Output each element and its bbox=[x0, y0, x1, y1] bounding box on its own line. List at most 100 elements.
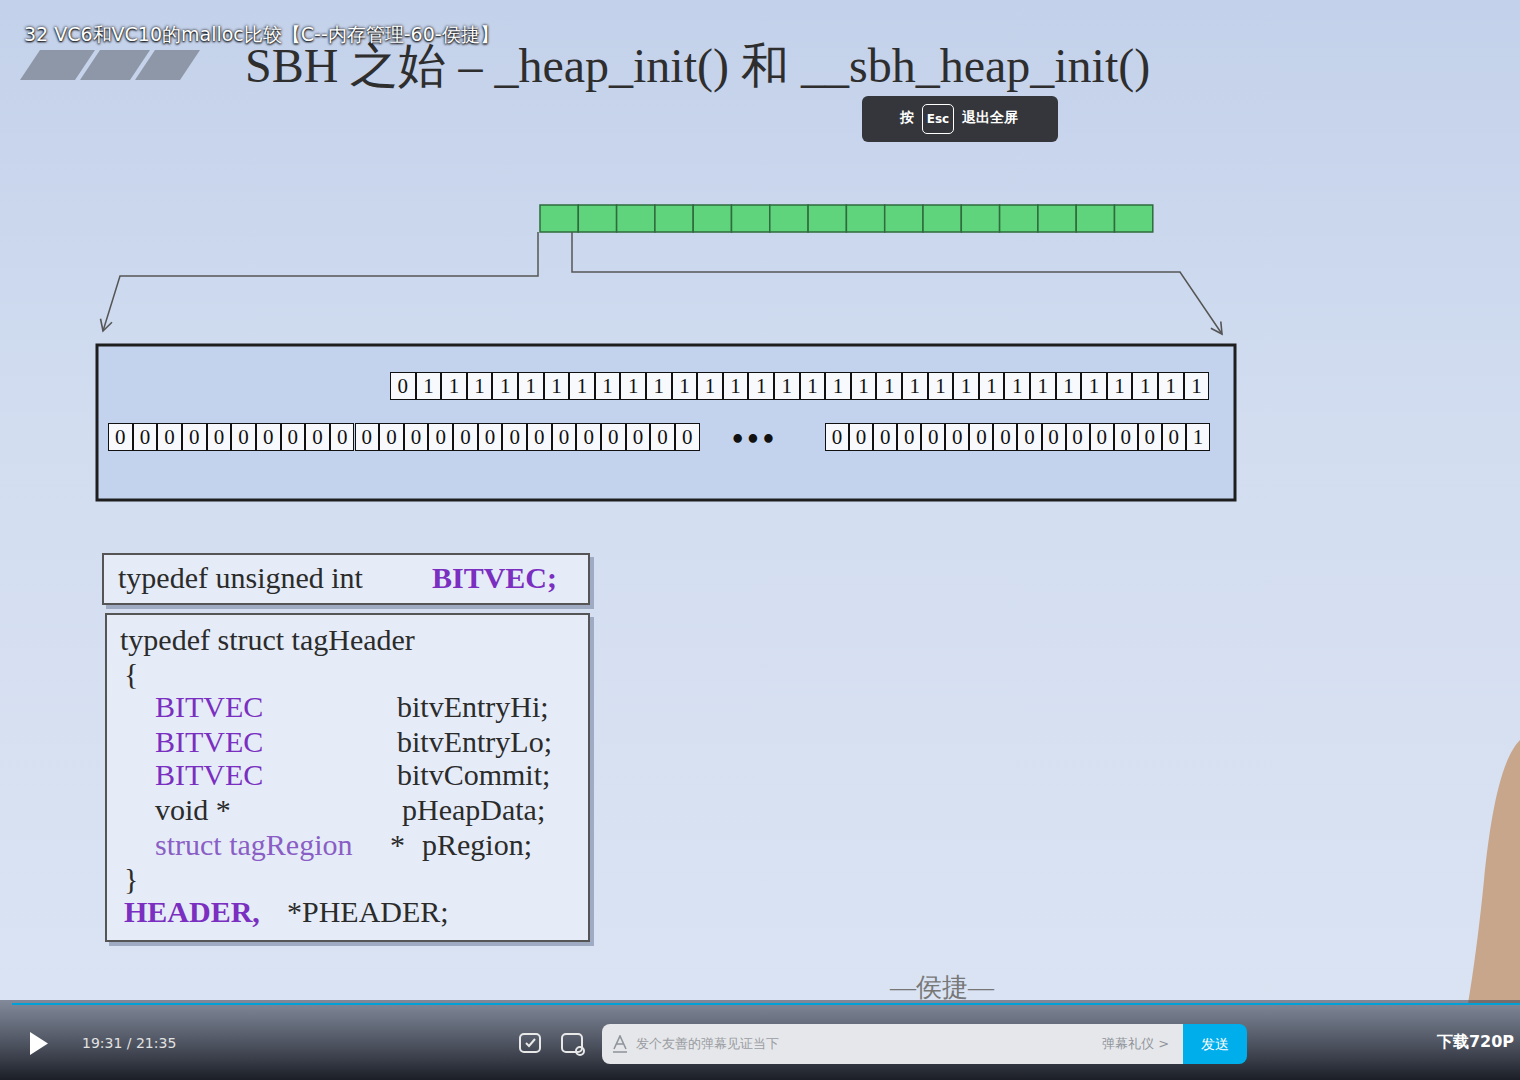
hint-text: 退出全屏 bbox=[962, 109, 1018, 127]
bit-value: 1 bbox=[1140, 376, 1151, 397]
green-index-bar bbox=[540, 205, 1153, 232]
bit-value: 1 bbox=[1063, 376, 1074, 397]
bit-value: 0 bbox=[1000, 427, 1011, 448]
bit-value: 0 bbox=[140, 427, 151, 448]
title-stripes bbox=[20, 50, 200, 80]
bit-cell: 0 bbox=[552, 423, 577, 451]
bit-cell: 0 bbox=[1066, 423, 1090, 451]
type-name: HEADER, bbox=[124, 895, 260, 929]
bit-cell: 1 bbox=[723, 372, 749, 400]
bit-cell: 0 bbox=[1138, 423, 1162, 451]
bit-cell: 0 bbox=[1090, 423, 1114, 451]
bit-value: 1 bbox=[526, 376, 537, 397]
bit-cell: 1 bbox=[1056, 372, 1082, 400]
bit-value: 0 bbox=[436, 427, 447, 448]
placeholder-text: 发个友善的弹幕见证当下 bbox=[636, 1035, 779, 1053]
bit-cell: 0 bbox=[231, 423, 256, 451]
code-box: typedef unsigned intBITVEC; bbox=[102, 553, 590, 605]
bit-value: 0 bbox=[337, 427, 348, 448]
bit-value: 0 bbox=[856, 427, 867, 448]
bit-value: 1 bbox=[730, 376, 741, 397]
bit-value: 0 bbox=[1048, 427, 1059, 448]
bit-cell: 0 bbox=[182, 423, 207, 451]
bit-cell: 1 bbox=[569, 372, 595, 400]
bit-cell: 0 bbox=[404, 423, 429, 451]
type-name: BITVEC bbox=[155, 690, 263, 724]
bit-value: 0 bbox=[460, 427, 471, 448]
bit-cell: 1 bbox=[748, 372, 774, 400]
bit-cell: 0 bbox=[873, 423, 897, 451]
bit-value: 0 bbox=[682, 427, 693, 448]
bit-value: 0 bbox=[832, 427, 843, 448]
ellipsis: ••• bbox=[730, 426, 776, 454]
bit-cell: 1 bbox=[902, 372, 928, 400]
bit-value: 0 bbox=[904, 427, 915, 448]
bit-cell: 0 bbox=[355, 423, 380, 451]
bit-value: 0 bbox=[657, 427, 668, 448]
bit-value: 0 bbox=[559, 427, 570, 448]
bit-value: 1 bbox=[910, 376, 921, 397]
bit-cell: 1 bbox=[672, 372, 698, 400]
bit-cell: 0 bbox=[675, 423, 700, 451]
code-brace: } bbox=[124, 862, 138, 896]
bit-cell: 1 bbox=[953, 372, 979, 400]
time-display: 19:31 / 21:35 bbox=[82, 1035, 176, 1051]
header-panel bbox=[97, 345, 1235, 500]
field-name: bitvEntryLo; bbox=[397, 725, 552, 759]
bit-value: 0 bbox=[880, 427, 891, 448]
bit-value: 1 bbox=[654, 376, 665, 397]
bit-cell: 1 bbox=[1004, 372, 1030, 400]
bit-cell: 0 bbox=[207, 423, 232, 451]
bit-cell: 1 bbox=[697, 372, 723, 400]
key-cap: Esc bbox=[922, 104, 954, 134]
bit-value: 0 bbox=[583, 427, 594, 448]
bit-cell: 1 bbox=[800, 372, 826, 400]
field-name: pHeapData; bbox=[402, 793, 545, 827]
hint-text: 按 bbox=[900, 109, 914, 127]
bit-cell: 1 bbox=[595, 372, 621, 400]
bit-cell: 0 bbox=[133, 423, 158, 451]
bit-value: 1 bbox=[602, 376, 613, 397]
bit-value: 1 bbox=[1038, 376, 1049, 397]
bit-cell: 0 bbox=[453, 423, 478, 451]
bit-value: 1 bbox=[474, 376, 485, 397]
bit-value: 0 bbox=[312, 427, 323, 448]
etiquette-link: 弹幕礼仪 > bbox=[1102, 1035, 1169, 1053]
bit-cell: 0 bbox=[502, 423, 527, 451]
bit-value: 1 bbox=[551, 376, 562, 397]
text-style-icon bbox=[612, 1035, 628, 1053]
bit-value: 1 bbox=[961, 376, 972, 397]
bit-value: 0 bbox=[485, 427, 496, 448]
bit-cell: 0 bbox=[478, 423, 503, 451]
bit-value: 1 bbox=[833, 376, 844, 397]
code-text: typedef unsigned int bbox=[118, 561, 363, 595]
bit-value: 0 bbox=[115, 427, 126, 448]
bit-value: 0 bbox=[238, 427, 249, 448]
bit-value: 0 bbox=[411, 427, 422, 448]
bit-value: 1 bbox=[807, 376, 818, 397]
bit-cell: 0 bbox=[921, 423, 945, 451]
type-name: *PHEADER; bbox=[287, 895, 449, 929]
bit-cell: 0 bbox=[330, 423, 355, 451]
button-text: Esc bbox=[927, 113, 949, 125]
bit-cell: 1 bbox=[620, 372, 646, 400]
bit-cell: 1 bbox=[492, 372, 518, 400]
bit-value: 1 bbox=[1114, 376, 1125, 397]
bit-value: 0 bbox=[1096, 427, 1107, 448]
bit-value: 1 bbox=[1089, 376, 1100, 397]
player-bar bbox=[0, 1000, 1520, 1080]
bit-cell: 1 bbox=[979, 372, 1005, 400]
bit-cell: 0 bbox=[379, 423, 404, 451]
bit-cell: 0 bbox=[108, 423, 133, 451]
bit-cell: 0 bbox=[1114, 423, 1138, 451]
video-title: 32 VC6和VC10的malloc比较【C--内存管理-60-侯捷】 bbox=[24, 22, 499, 48]
bit-cell: 1 bbox=[416, 372, 442, 400]
bit-cell: 0 bbox=[1017, 423, 1041, 451]
bit-value: 1 bbox=[423, 376, 434, 397]
bit-cell: 1 bbox=[518, 372, 544, 400]
bit-cell: 0 bbox=[576, 423, 601, 451]
bit-value: 0 bbox=[509, 427, 520, 448]
bit-cell: 1 bbox=[1081, 372, 1107, 400]
progress-line bbox=[12, 1003, 1520, 1005]
bit-value: 1 bbox=[705, 376, 716, 397]
